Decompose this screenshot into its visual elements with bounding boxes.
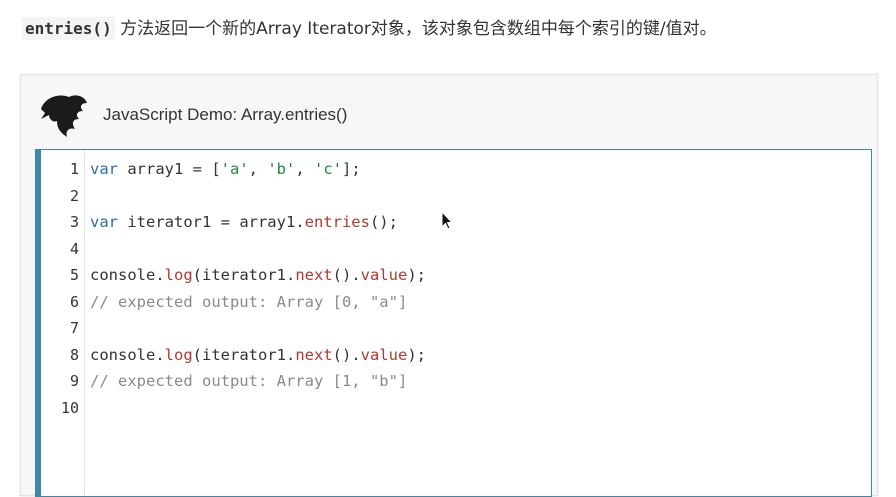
line-number: 1 (69, 160, 79, 178)
code-token: , (295, 160, 314, 178)
line-number: 7 (69, 319, 79, 337)
intro-paragraph: entries() 方法返回一个新的Array Iterator对象，该对象包含… (22, 14, 717, 40)
code-line[interactable]: // expected output: Array [1, "b"] (90, 368, 871, 395)
code-token: var (90, 213, 118, 231)
line-number: 10 (60, 398, 79, 417)
code-token: entries (304, 213, 370, 231)
code-token: ]; (342, 160, 361, 178)
line-number: 9 (69, 372, 79, 390)
code-token: (). (332, 266, 361, 284)
code-token: log (164, 266, 193, 284)
code-line[interactable]: var iterator1 = array1.entries(); (90, 209, 871, 236)
code-token: 'c' (314, 160, 342, 178)
line-number-gutter: 1 2 3 4 5 6 7 8 9 10 (41, 150, 85, 496)
code-token: (); (369, 213, 398, 231)
code-token: // expected output: Array [1, "b"] (90, 372, 408, 390)
code-line[interactable] (90, 236, 871, 263)
code-token: (iterator1. (192, 345, 296, 364)
code-token: value (360, 266, 408, 284)
line-numbers: 1 2 3 4 5 6 7 8 9 10 (41, 156, 79, 421)
code-token: next (295, 345, 333, 364)
code-token: iterator1 = array1. (118, 213, 305, 231)
line-number: 8 (69, 345, 79, 364)
code-token: 'b' (267, 160, 296, 178)
code-token: , (248, 160, 268, 178)
line-number: 2 (69, 186, 79, 205)
code-token: array1 = [ (118, 160, 221, 178)
line-number: 5 (69, 266, 79, 284)
code-line[interactable] (90, 183, 871, 210)
line-number: 3 (69, 213, 79, 231)
code-token: (iterator1. (192, 266, 296, 284)
code-editor[interactable]: 1 2 3 4 5 6 7 8 9 10 var array1 = ['a', 'b', 'c']… (35, 149, 872, 497)
code-area[interactable]: var array1 = ['a', 'b', 'c'];var iterato… (90, 156, 871, 421)
mouse-pointer-icon (441, 211, 453, 230)
code-line[interactable] (90, 315, 871, 342)
code-token: // expected output: Array [0, "a"] (90, 292, 408, 311)
code-token: ); (407, 345, 426, 364)
code-token: next (295, 266, 333, 284)
code-token: (). (332, 345, 361, 364)
code-line[interactable]: console.log(iterator1.next().value); (90, 262, 871, 289)
code-line[interactable] (90, 395, 871, 422)
code-line[interactable]: console.log(iterator1.next().value); (90, 342, 871, 369)
demo-title: JavaScript Demo: Array.entries() (103, 105, 348, 124)
dinosaur-logo-icon (41, 95, 87, 137)
code-token: var (90, 160, 118, 178)
demo-header: JavaScript Demo: Array.entries() (21, 75, 877, 149)
method-name-code: entries() (22, 17, 115, 40)
code-line[interactable]: var array1 = ['a', 'b', 'c']; (90, 156, 871, 183)
code-token: ); (407, 266, 426, 284)
code-line[interactable]: // expected output: Array [0, "a"] (90, 289, 871, 316)
code-token: value (360, 345, 408, 364)
interactive-demo-panel: JavaScript Demo: Array.entries() 1 2 3 4 5 6 7… (20, 74, 878, 497)
code-token: console. (90, 266, 165, 284)
line-number: 4 (69, 239, 79, 258)
code-token: 'a' (220, 160, 249, 178)
line-number: 6 (69, 292, 79, 311)
intro-description: 方法返回一个新的Array Iterator对象，该对象包含数组中每个索引的键/… (114, 19, 717, 39)
code-token: console. (90, 345, 165, 364)
code-token: log (164, 345, 193, 364)
